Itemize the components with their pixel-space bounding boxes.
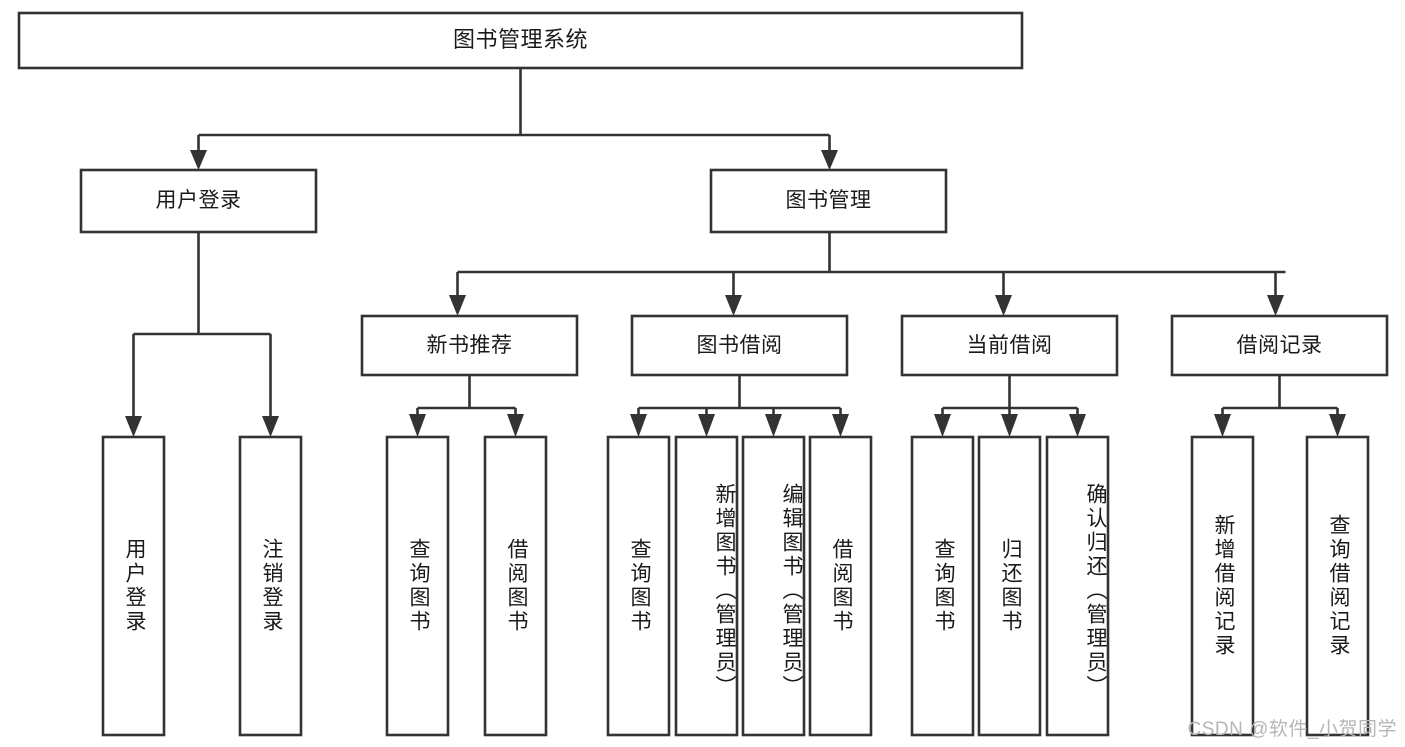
arrow-head-leaf-add-book bbox=[698, 414, 715, 437]
arrow-head-leaf-confirm-return bbox=[1069, 414, 1086, 437]
node-box-book-manage[interactable] bbox=[709, 168, 948, 234]
node-box-leaf-query-book-2[interactable] bbox=[606, 435, 671, 737]
node-box-leaf-query-record[interactable] bbox=[1305, 435, 1370, 737]
arrow-head-leaf-add-record bbox=[1214, 414, 1231, 437]
connector-group-borrow-record bbox=[1214, 375, 1346, 437]
node-box-book-borrow[interactable] bbox=[630, 314, 849, 377]
arrow-head-leaf-borrow-book-1 bbox=[507, 414, 524, 437]
node-box-leaf-edit-book[interactable] bbox=[741, 435, 806, 737]
node-box-leaf-confirm-return[interactable] bbox=[1045, 435, 1110, 737]
arrow-head-leaf-query-book-2 bbox=[630, 414, 647, 437]
connector-group-root bbox=[190, 68, 838, 170]
node-box-leaf-add-record[interactable] bbox=[1190, 435, 1255, 737]
arrow-head-leaf-query-record bbox=[1329, 414, 1346, 437]
csdn-watermark: CSDN @软件_小贺同学 bbox=[1187, 719, 1397, 740]
arrow-head-borrow-record bbox=[1267, 295, 1284, 316]
node-box-leaf-add-book[interactable] bbox=[674, 435, 739, 737]
node-box-leaf-query-book-3[interactable] bbox=[910, 435, 975, 737]
connector-group-current-borrow bbox=[934, 375, 1086, 437]
arrow-head-book-manage bbox=[821, 150, 838, 170]
node-box-leaf-borrow-book-1[interactable] bbox=[483, 435, 548, 737]
node-box-root[interactable] bbox=[17, 11, 1024, 70]
node-box-current-borrow[interactable] bbox=[900, 314, 1119, 377]
arrow-head-leaf-query-book-1 bbox=[409, 414, 426, 437]
node-box-borrow-record[interactable] bbox=[1170, 314, 1389, 377]
node-box-leaf-return-book[interactable] bbox=[977, 435, 1042, 737]
connector-group-book-borrow bbox=[630, 375, 849, 437]
node-box-new-book-recommend[interactable] bbox=[360, 314, 579, 377]
arrow-head-user-login bbox=[190, 150, 207, 170]
node-box-leaf-user-login[interactable] bbox=[101, 435, 166, 737]
connector-group-user-login bbox=[125, 232, 279, 437]
node-box-leaf-borrow-book-2[interactable] bbox=[808, 435, 873, 737]
connector-group-book-manage bbox=[449, 232, 1286, 316]
arrow-head-leaf-query-book-3 bbox=[934, 414, 951, 437]
arrow-head-book-borrow bbox=[725, 295, 742, 316]
connector-group-new-book-recommend bbox=[409, 375, 524, 437]
node-box-user-login[interactable] bbox=[79, 168, 318, 234]
node-box-leaf-logout-login[interactable] bbox=[238, 435, 303, 737]
arrow-head-leaf-return-book bbox=[1001, 414, 1018, 437]
arrow-head-new-book-recommend bbox=[449, 295, 466, 316]
arrow-head-leaf-user-login bbox=[125, 416, 142, 437]
arrow-head-leaf-borrow-book-2 bbox=[832, 414, 849, 437]
arrow-head-leaf-logout-login bbox=[262, 416, 279, 437]
arrow-head-current-borrow bbox=[995, 295, 1012, 316]
node-box-leaf-query-book-1[interactable] bbox=[385, 435, 450, 737]
arrow-head-leaf-edit-book bbox=[765, 414, 782, 437]
